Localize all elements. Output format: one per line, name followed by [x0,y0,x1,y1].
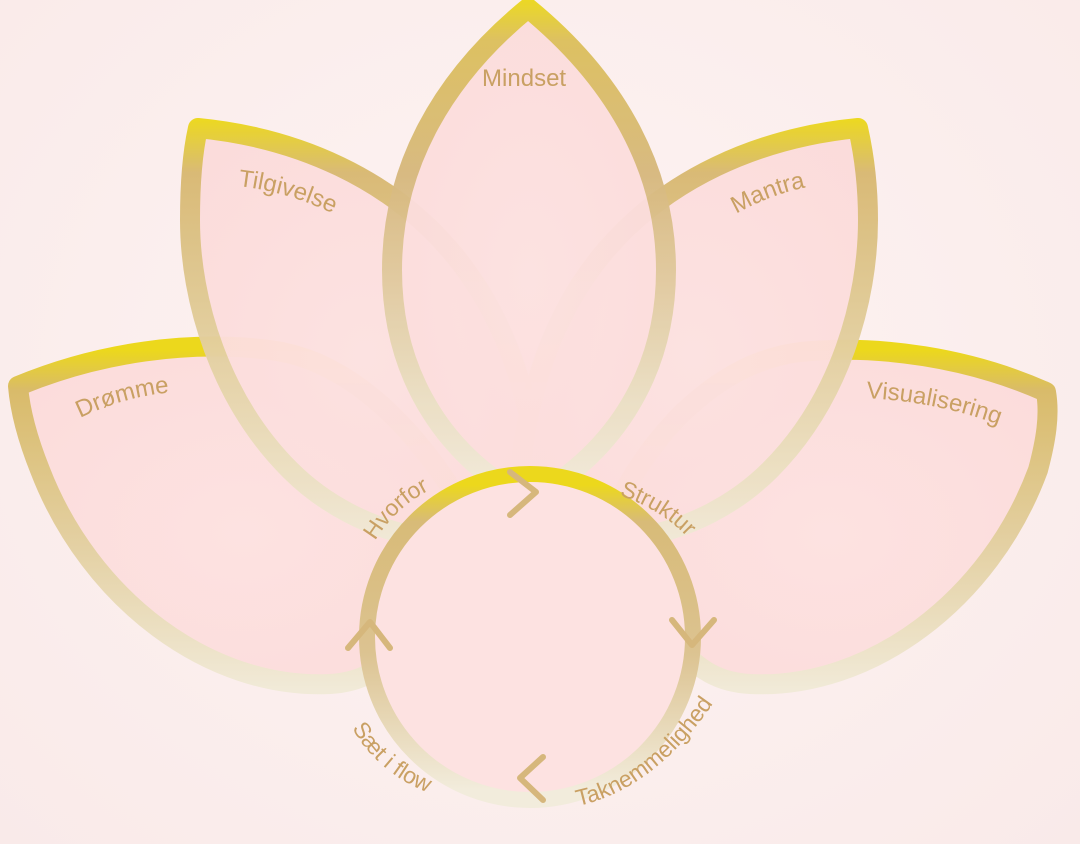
chevron-left-icon [517,754,546,803]
chevron-up-icon [345,619,393,651]
chevron-down-icon [669,617,717,648]
chevron-right-icon [507,469,539,518]
cycle-ring [359,466,701,808]
petal-label-mindset: Mindset [482,65,566,92]
